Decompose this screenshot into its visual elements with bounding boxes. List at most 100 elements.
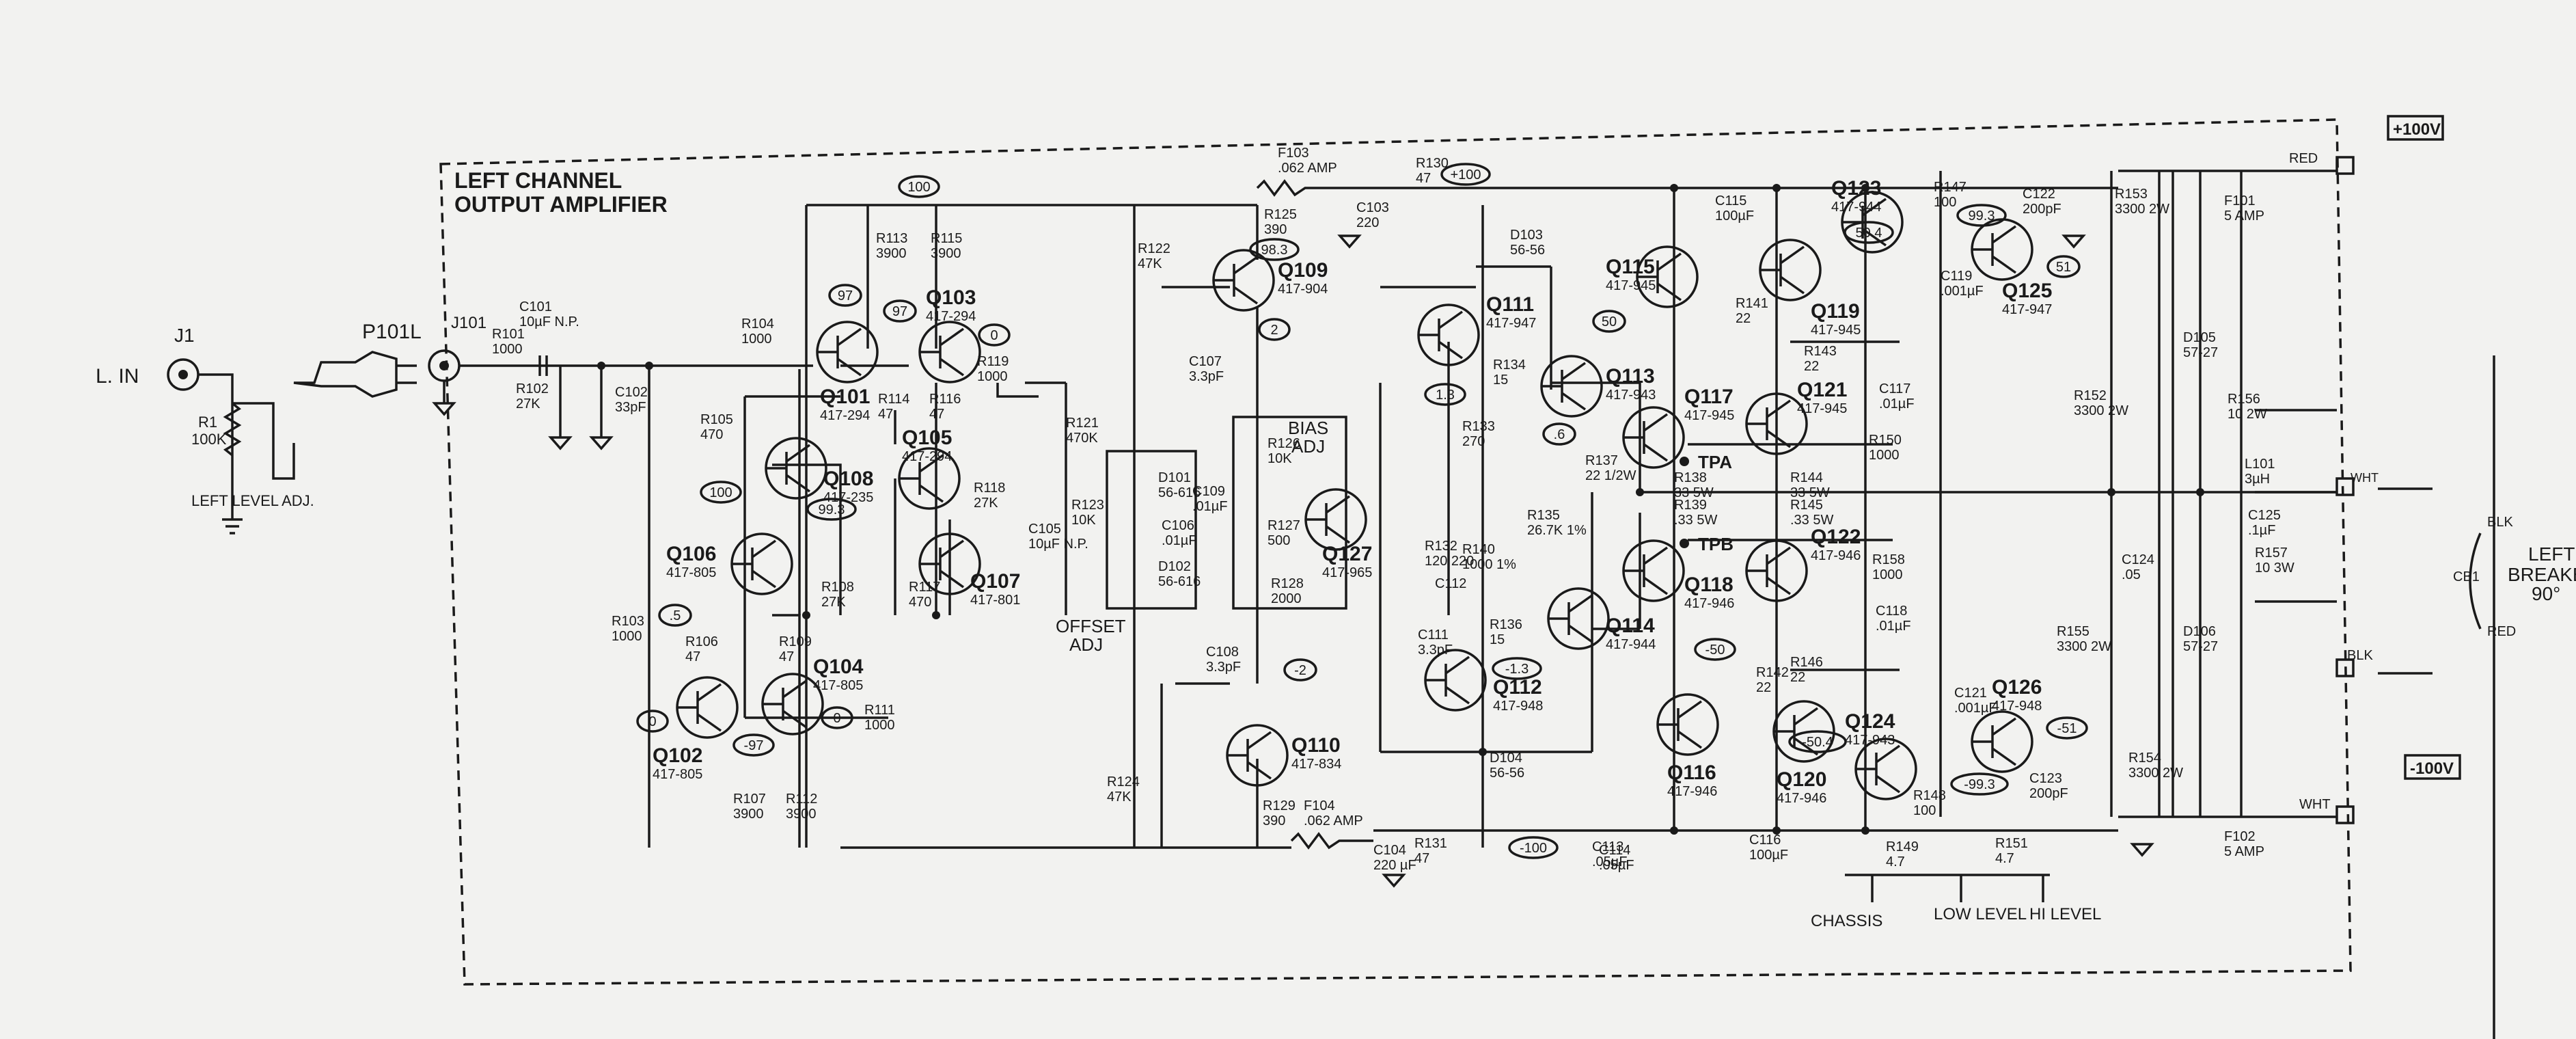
component-value: .01µF [1192, 499, 1228, 514]
component-name: R103 [612, 614, 644, 629]
component-value: 4.7 [1995, 851, 2014, 866]
junction-dot [932, 611, 940, 619]
voltage-value: 97 [892, 304, 907, 319]
component-value: 10µF N.P. [1028, 537, 1088, 552]
component-name: C116 [1749, 833, 1781, 848]
component-value: 1000 [864, 718, 895, 733]
component-value: 57-27 [2183, 639, 2218, 654]
transistor-name: Q127 [1322, 543, 1372, 565]
component-name: R121 [1066, 416, 1099, 431]
transistor-leads [1856, 744, 1901, 794]
component-value: 100 [1934, 195, 1956, 210]
component-value: 33pF [615, 400, 646, 415]
jack-j1-label: J1 [174, 325, 195, 346]
transistor-name: Q104 [813, 656, 864, 678]
voltage-value: -97 [744, 738, 764, 753]
voltage-value: 100 [907, 180, 930, 195]
neg-rail-label-box: -100V [2404, 754, 2461, 780]
offset-adj-label-1: OFFSET [1056, 616, 1126, 636]
ground-symbol [548, 436, 573, 450]
transistor-name: Q110 [1291, 734, 1341, 757]
voltage-oval [821, 706, 853, 729]
voltage-oval [806, 498, 857, 521]
pos-rail-label: +100V [2393, 120, 2441, 139]
component-name: D105 [2183, 330, 2216, 345]
junction-dot [1479, 748, 1487, 756]
transistor-part: 417-235 [823, 490, 873, 505]
component-name: R111 [864, 703, 895, 718]
component-name: R129 [1263, 798, 1296, 813]
component-name: R145 [1790, 498, 1823, 513]
component-value: 1000 [741, 332, 772, 347]
component-name: D106 [2183, 624, 2216, 639]
voltage-value: +100 [1450, 167, 1481, 183]
component-name: C125 [2248, 508, 2281, 523]
component-value: 3900 [733, 807, 764, 822]
jack-j101-label: J101 [451, 314, 487, 332]
component-value: .01µF [1876, 619, 1911, 634]
breaker-blk-label: BLK [2487, 515, 2513, 530]
voltage-value: 51 [2056, 260, 2071, 275]
component-name: C121 [1954, 686, 1987, 701]
tpa-label: TPA [1698, 452, 1732, 472]
transistor-part: 417-294 [820, 408, 870, 423]
transistor-leads [1746, 546, 1792, 595]
level-pot-wiring [198, 373, 295, 520]
component-name: R119 [977, 354, 1009, 369]
module-title-line1: LEFT CHANNEL [454, 168, 622, 193]
component-value: 57-27 [2183, 345, 2218, 360]
component-value: 500 [1268, 533, 1290, 548]
component-value: 10 2W [2228, 407, 2267, 422]
r1-value: 100K [191, 431, 227, 448]
breaker-left-label: LEFT [2528, 543, 2575, 565]
voltage-value: 100 [709, 485, 732, 500]
component-name: C101 [519, 299, 552, 314]
component-value: 100µF [1749, 848, 1788, 863]
voltage-oval [1424, 383, 1466, 406]
bias-adj-label-2: ADJ [1291, 436, 1325, 457]
transistor-part: 417-801 [970, 593, 1020, 608]
main-wiring [459, 170, 2495, 1039]
component-name: R123 [1071, 498, 1104, 513]
junction-dot [597, 362, 605, 370]
component-name: R104 [741, 316, 774, 332]
component-name: R113 [876, 231, 907, 246]
component-name: R157 [2255, 545, 2288, 561]
pos-rail-label-box: +100V [2387, 115, 2444, 141]
component-value: 220 µF [1373, 858, 1416, 873]
component-value: 1000 1% [1462, 557, 1516, 572]
out-wire-color: WHT [2351, 471, 2379, 485]
component-name: R140 [1462, 542, 1495, 557]
junction-dot [1861, 184, 1869, 192]
component-value: 220 [1356, 215, 1379, 230]
voltage-oval [1956, 204, 2007, 227]
component-name: F103 [1278, 146, 1309, 161]
junction-dot [2196, 488, 2204, 496]
component-value: .01µF [1879, 396, 1915, 411]
voltage-value: -99.3 [1964, 777, 1995, 792]
voltage-value: 1.3 [1436, 388, 1455, 403]
transistor-name: Q108 [823, 468, 873, 490]
r1-label: R1 [198, 414, 217, 431]
ground-symbol [1337, 234, 1362, 249]
component-value: 22 [1736, 311, 1751, 326]
component-name: C123 [2029, 771, 2062, 786]
component-value: 3300 2W [2115, 202, 2169, 217]
component-name: R142 [1756, 665, 1789, 680]
component-value: .33 5W [1790, 513, 1833, 528]
voltage-value: -2 [1294, 663, 1306, 678]
component-layer: Q101417-294Q103417-294Q105417-294Q108417… [492, 146, 2294, 888]
output-terminal [2335, 477, 2355, 496]
component-value: 56-56 [1490, 766, 1524, 781]
transistor-name: Q125 [2002, 280, 2052, 302]
component-value: 56-56 [1510, 243, 1545, 258]
component-value: 47 [779, 649, 794, 664]
voltage-oval [1542, 422, 1576, 446]
breaker-red-label: RED [2487, 624, 2516, 639]
component-value: 10K [1071, 513, 1096, 528]
component-name: C119 [1941, 269, 1972, 284]
transistor-leads [817, 327, 862, 377]
component-value: 3900 [786, 807, 817, 822]
tpa-dot [1680, 457, 1689, 466]
